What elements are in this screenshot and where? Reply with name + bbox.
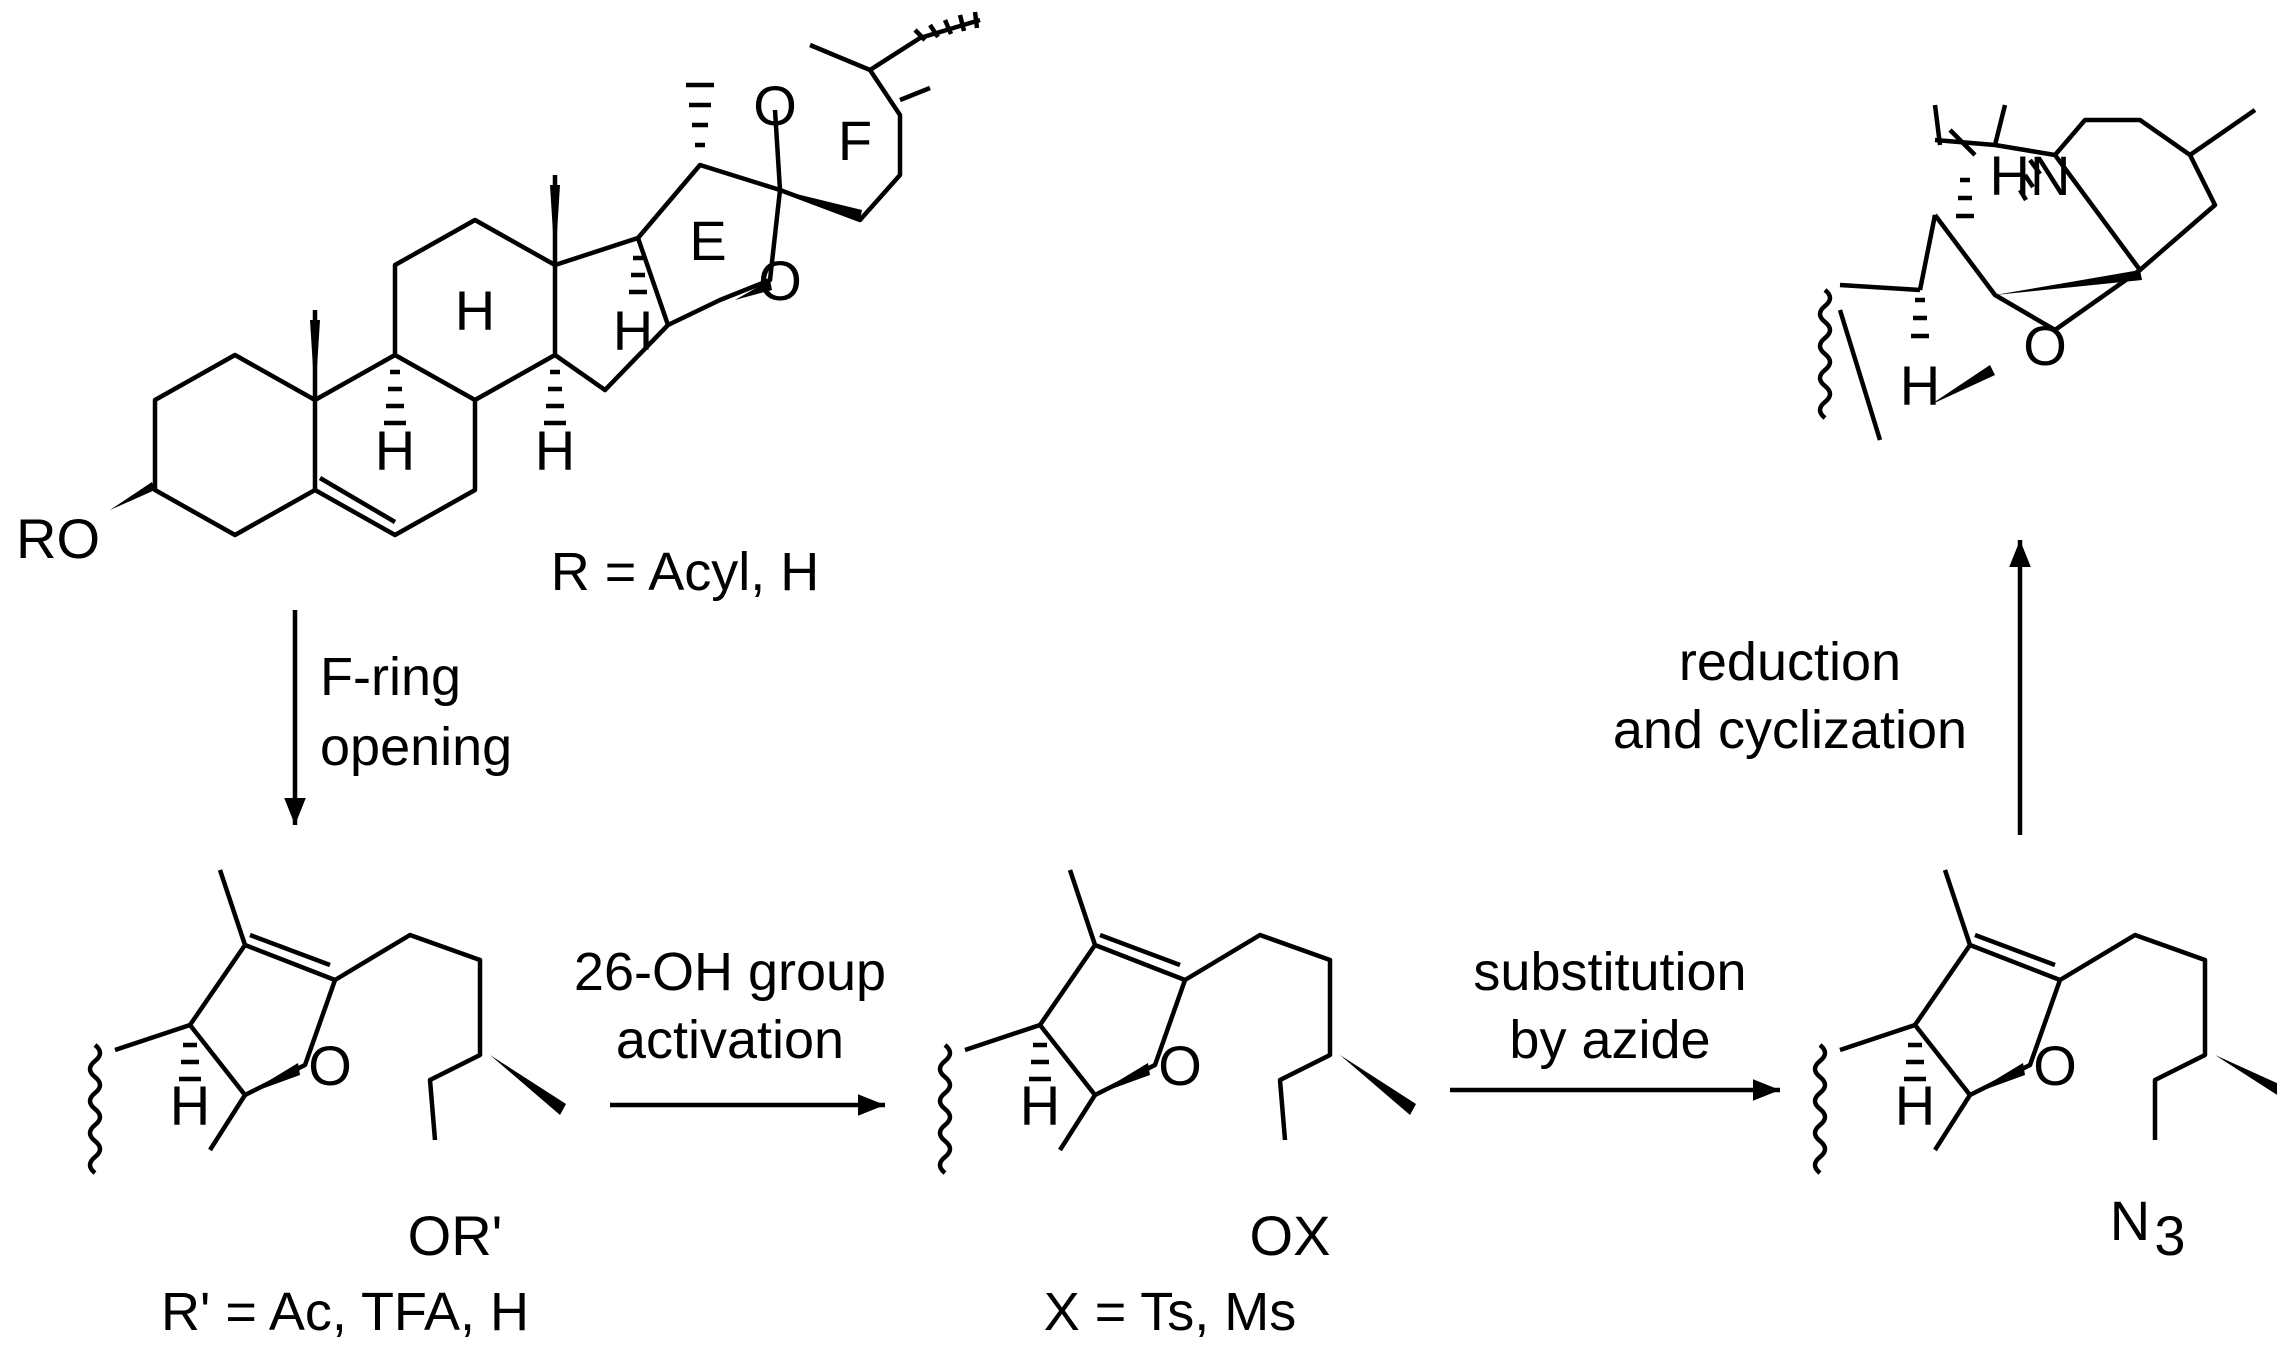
ro-wedge xyxy=(110,482,155,510)
intermediate-3-structure: O H N 3 xyxy=(1812,869,2277,1267)
atom-hn: HN xyxy=(1990,144,2071,207)
caption-i2: X = Ts, Ms xyxy=(1044,1282,1297,1342)
ring-label-f: F xyxy=(838,109,872,172)
i2-atom-h: H xyxy=(1020,1074,1060,1137)
step2-line1: 26-OH group xyxy=(574,942,886,1002)
atom-h-c8: H xyxy=(455,279,495,342)
i3-methyl-wedge xyxy=(2215,1055,2277,1095)
atom-h-c9: H xyxy=(375,419,415,482)
step3-line2: by azide xyxy=(1509,1010,1710,1070)
atom-o-ring-f: O xyxy=(753,74,797,137)
i1-atom-o: O xyxy=(308,1034,352,1097)
methyl-wedge-c10 xyxy=(310,320,320,400)
product-hashed-bonds xyxy=(1911,158,2042,339)
i3-atom-n: N xyxy=(2110,1189,2150,1252)
atom-h-c17: H xyxy=(613,299,653,362)
i3-atom-n-subscript: 3 xyxy=(2154,1204,2185,1267)
product-wavy-bond xyxy=(1817,288,1833,420)
spiro-wedge xyxy=(780,190,862,220)
atom-o-product: O xyxy=(2023,314,2067,377)
intermediate-2-structure: O H OX X = Ts, Ms xyxy=(937,869,1416,1342)
i2-methyl-wedge xyxy=(1340,1055,1416,1115)
product-spiro-wedge xyxy=(1995,270,2142,295)
i1-o-wedge xyxy=(245,1063,300,1095)
caption-i1: R' = Ac, TFA, H xyxy=(161,1282,529,1342)
methyl-wedge-c13 xyxy=(550,185,560,265)
ring-label-e: E xyxy=(689,209,726,272)
i3-atom-h: H xyxy=(1895,1074,1935,1137)
step2-line2: activation xyxy=(616,1010,844,1070)
atom-ro: RO xyxy=(16,507,100,570)
spirostan-structure: O O F E H H H H RO R = Acyl, H xyxy=(16,11,981,602)
o-wedge-e xyxy=(735,280,772,300)
i1-atom-or: OR' xyxy=(408,1204,503,1267)
step1-line1: F-ring xyxy=(320,647,461,707)
i2-atom-ox: OX xyxy=(1250,1204,1331,1267)
i2-wavy-bond xyxy=(937,1043,953,1175)
intermediate-1-structure: O H OR' R' = Ac, TFA, H xyxy=(87,869,566,1342)
atom-o-ring-e: O xyxy=(758,249,802,312)
i3-atom-o: O xyxy=(2033,1034,2077,1097)
product-structure: HN O H xyxy=(1817,104,2257,441)
step-arrows xyxy=(284,540,2031,1116)
step1-line2: opening xyxy=(320,717,512,777)
i2-atom-o: O xyxy=(1158,1034,1202,1097)
step4-line2: and cyclization xyxy=(1613,700,1967,760)
i1-wavy-bond xyxy=(87,1043,103,1175)
step3-line1: substitution xyxy=(1473,942,1746,1002)
i1-methyl-wedge xyxy=(490,1055,566,1115)
i3-o-wedge xyxy=(1970,1063,2025,1095)
i1-atom-h: H xyxy=(170,1074,210,1137)
atom-h-product: H xyxy=(1900,354,1940,417)
caption-start: R = Acyl, H xyxy=(551,542,820,602)
hashed-bonds xyxy=(384,11,980,426)
product-o-wedge xyxy=(1930,365,1995,405)
i2-o-wedge xyxy=(1095,1063,1150,1095)
i3-wavy-bond xyxy=(1812,1043,1828,1175)
step4-line1: reduction xyxy=(1679,632,1901,692)
atom-h-c14: H xyxy=(535,419,575,482)
